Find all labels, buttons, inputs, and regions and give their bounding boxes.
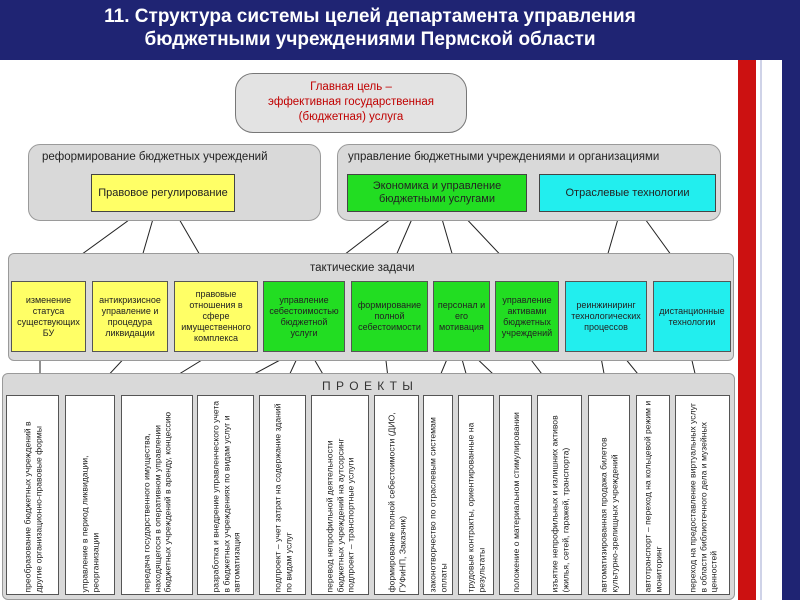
project-item: перевод непрофильной деятельности бюджет…	[311, 395, 369, 595]
project-item-text: формирование полной себестоимости (ДИО, …	[386, 412, 407, 593]
goal-line-2: эффективная государственная	[268, 96, 434, 108]
stripe-blue	[782, 60, 800, 600]
tactical-task-remote-tech: дистанционные технологии	[653, 281, 731, 352]
project-item: переход на предоставление виртуальных ус…	[675, 395, 730, 595]
project-item-text: управление в период ликвидации, реоргани…	[79, 455, 101, 593]
tactical-task-asset-management: управление активами бюджетных учреждений	[495, 281, 559, 352]
project-item-text: разработка и внедрение управленческого у…	[209, 400, 241, 593]
project-item-text: переход на предоставление виртуальных ус…	[686, 402, 718, 593]
project-item-text: автотранспорт – переход на кольцевой реж…	[642, 400, 664, 593]
project-item-text: автоматизированная продажа билетов культ…	[598, 437, 620, 593]
tactical-task-full-cost: формирование полной себестоимости	[351, 281, 428, 352]
project-item: передача государственного имущества, нах…	[121, 395, 193, 595]
tactical-title: тактические задачи	[310, 262, 415, 274]
project-item: положение о материальном стимулировании	[499, 395, 532, 595]
project-item: разработка и внедрение управленческого у…	[197, 395, 254, 595]
goal-line-1: Главная цель –	[310, 81, 392, 93]
project-item-text: законотворчество по отраслевым системам …	[427, 417, 449, 593]
project-item: подпроект – учет затрат на содержание зд…	[259, 395, 306, 595]
project-item-text: изъятие непрофильных и излишних активов …	[549, 415, 570, 593]
project-item: управление в период ликвидации, реоргани…	[65, 395, 115, 595]
project-item: изъятие непрофильных и излишних активов …	[537, 395, 582, 595]
projects-title: П Р О Е К Т Ы	[322, 379, 414, 393]
tactical-task-property-relations: правовые отношения в сфере имущественног…	[174, 281, 258, 352]
economics-management-box: Экономика и управление бюджетными услуга…	[347, 174, 527, 212]
title-line-2: бюджетными учреждениями Пермской области	[144, 29, 596, 50]
project-item-text: преобразование бюджетных учреждений в др…	[22, 421, 43, 593]
tactical-task-status-change: изменение статуса существующих БУ	[11, 281, 86, 352]
tactical-task-personnel: персонал и его мотивация	[433, 281, 490, 352]
strategic-right-title: управление бюджетными учреждениями и орг…	[348, 151, 660, 163]
project-item: автотранспорт – переход на кольцевой реж…	[636, 395, 670, 595]
project-item: трудовые контракты, ориентированные на р…	[458, 395, 494, 595]
project-item-text: подпроект – учет затрат на содержание зд…	[272, 403, 293, 593]
project-item: законотворчество по отраслевым системам …	[423, 395, 453, 595]
tactical-task-crisis-management: антикризисное управление и процедура лик…	[92, 281, 168, 352]
project-item: преобразование бюджетных учреждений в др…	[6, 395, 59, 595]
page-title: 11. Структура системы целей департамента…	[0, 5, 740, 51]
main-goal: Главная цель – эффективная государственн…	[235, 73, 467, 133]
goal-line-3: (бюджетная) услуга	[298, 111, 404, 123]
legal-regulation-box: Правовое регулирование	[91, 174, 235, 212]
strategic-left-title: реформирование бюджетных учреждений	[42, 151, 268, 163]
industry-technologies-box: Отраслевые технологии	[539, 174, 716, 212]
project-item-text: передача государственного имущества, нах…	[141, 411, 173, 593]
stripe-red	[738, 60, 756, 600]
project-item: формирование полной себестоимости (ДИО, …	[374, 395, 419, 595]
tactical-task-cost-management: управление себестоимостью бюджетной услу…	[263, 281, 345, 352]
project-item: автоматизированная продажа билетов культ…	[588, 395, 630, 595]
tactical-task-reengineering: реинжиниринг технологических процессов	[565, 281, 647, 352]
stripe-white-2	[760, 60, 782, 600]
title-bar	[0, 0, 800, 60]
title-line-1: 11. Структура системы целей департамента…	[104, 6, 636, 27]
project-item-text: положение о материальном стимулировании	[510, 412, 521, 593]
project-item-text: перевод непрофильной деятельности бюджет…	[324, 438, 356, 593]
project-item-text: трудовые контракты, ориентированные на р…	[465, 422, 487, 593]
